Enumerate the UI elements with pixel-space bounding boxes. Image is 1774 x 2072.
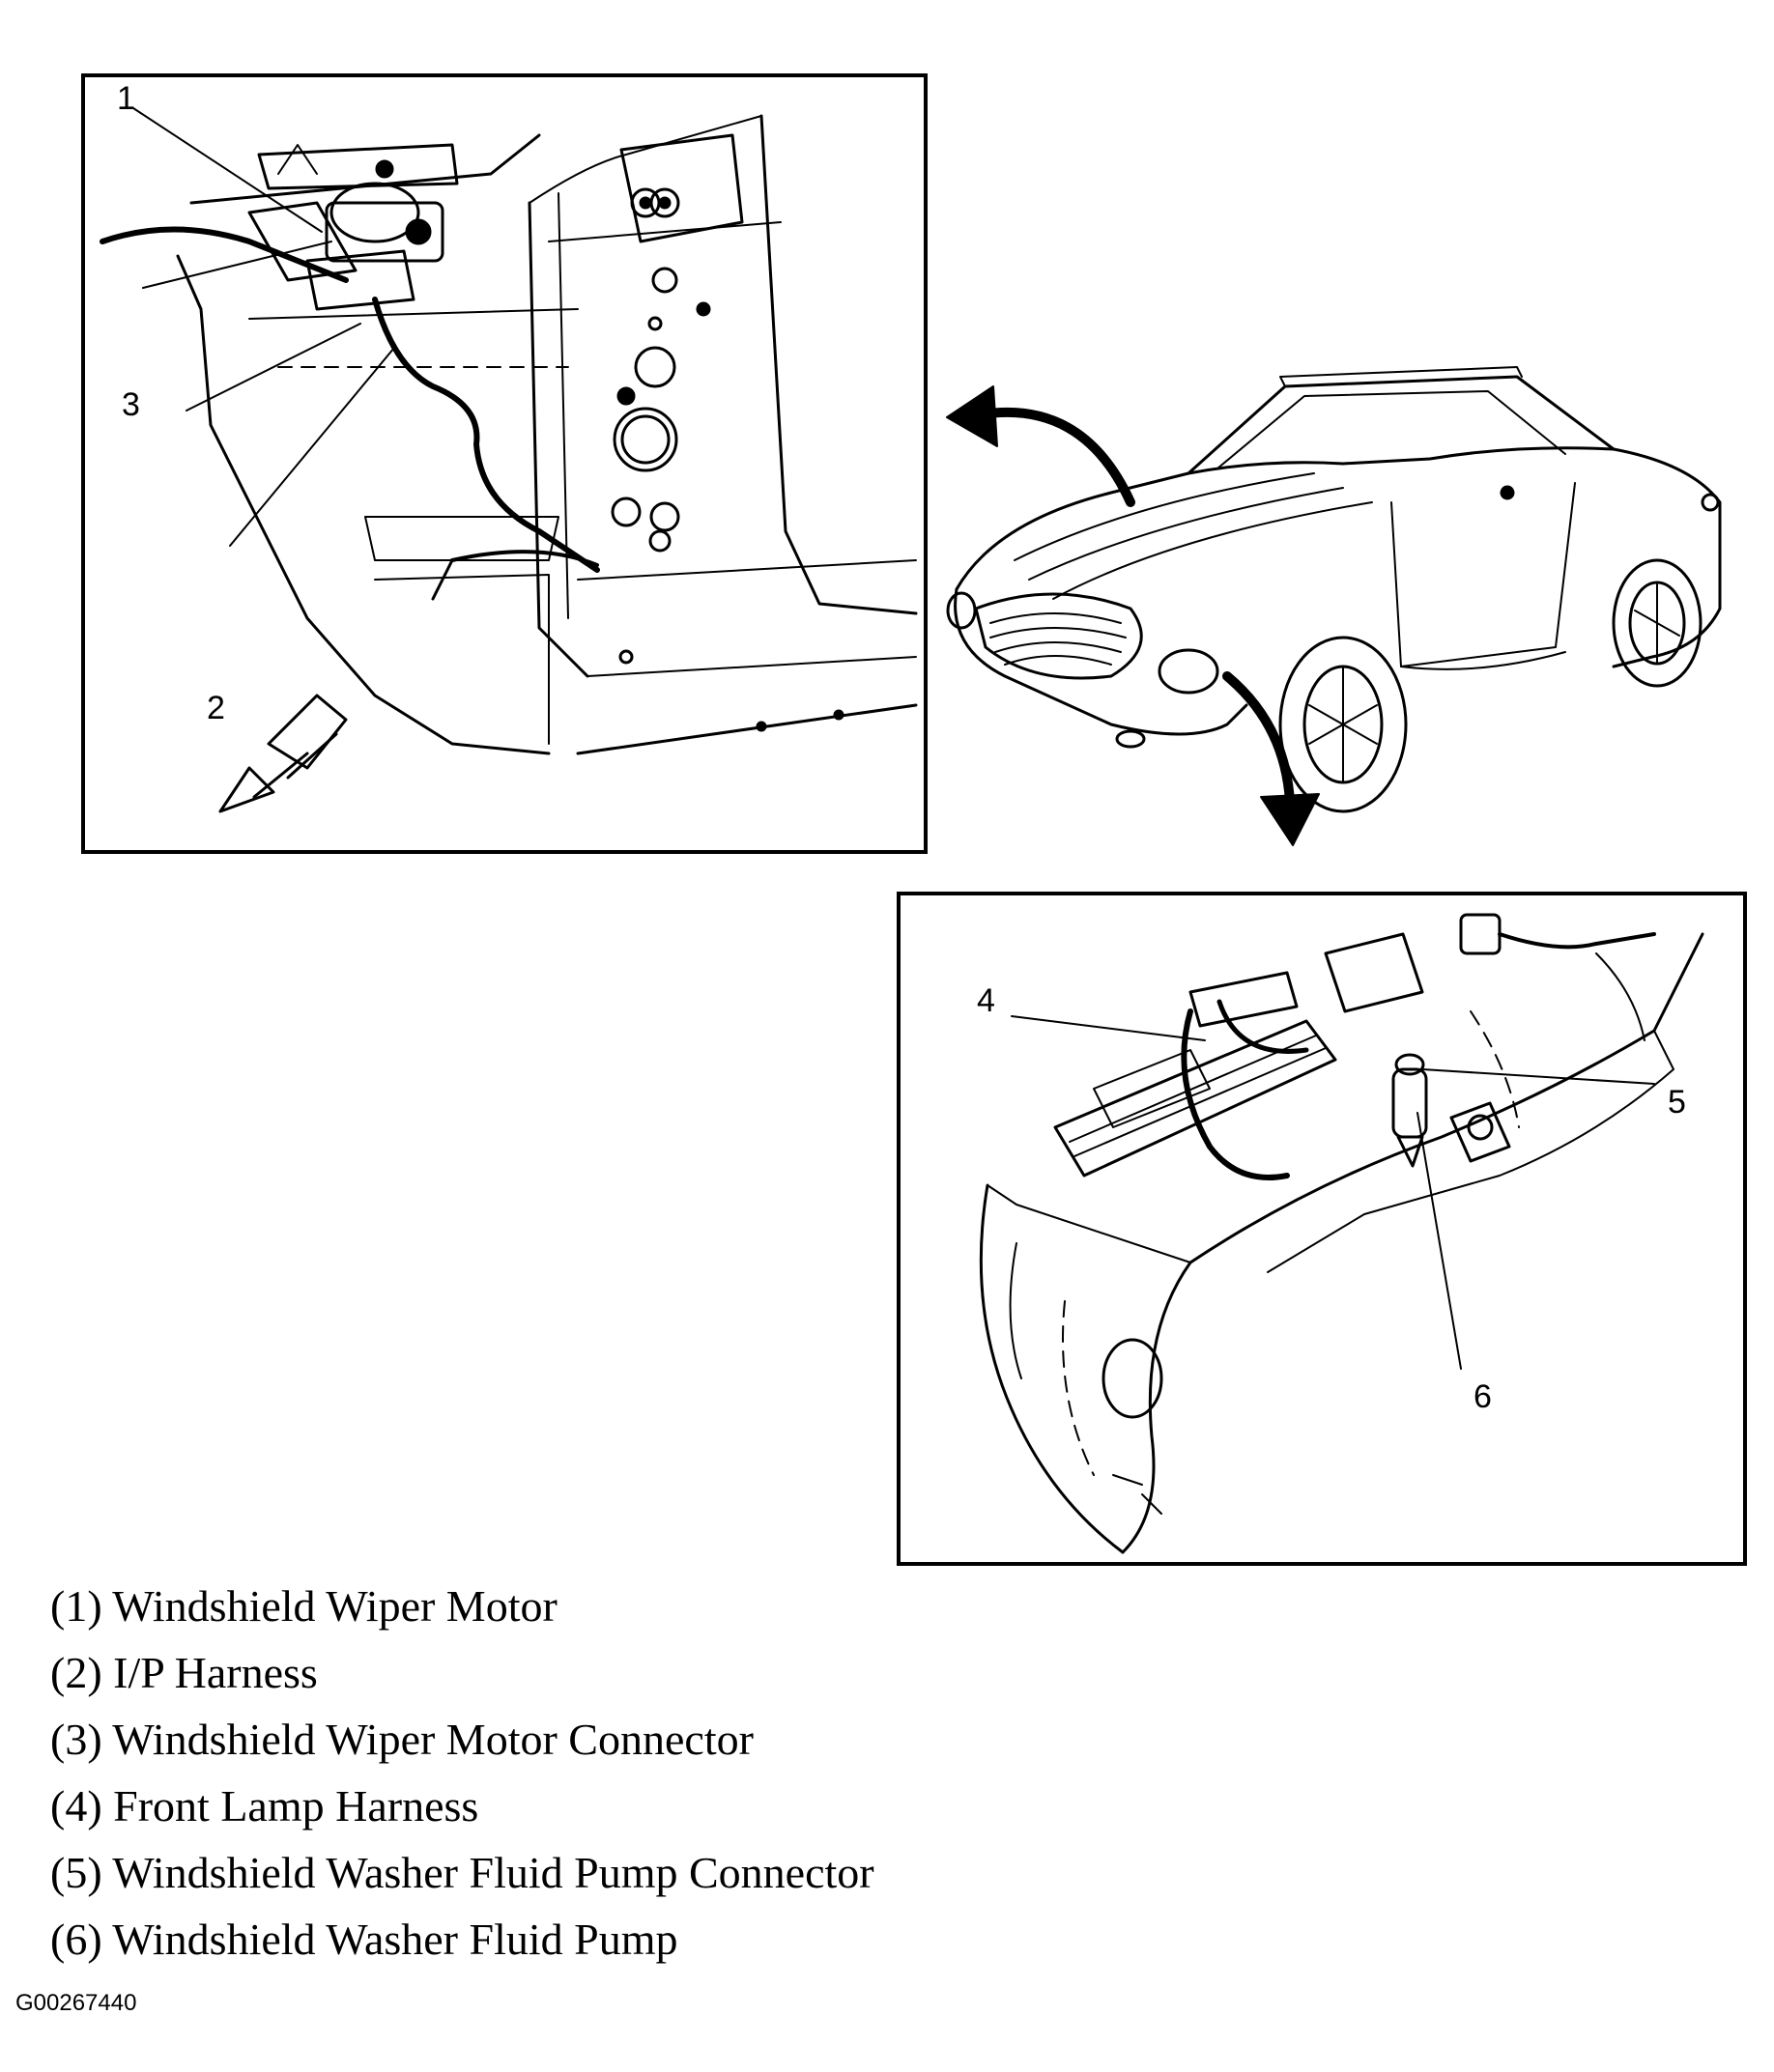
callout-1: 1	[117, 80, 135, 117]
legend-item: (2) I/P Harness	[50, 1648, 318, 1697]
callout-5: 5	[1668, 1084, 1686, 1121]
wiper-motor-detail-panel: 1 3 2	[81, 73, 928, 854]
legend-item: (4) Front Lamp Harness	[50, 1781, 479, 1831]
component-legend: (1) Windshield Wiper Motor (2) I/P Harne…	[50, 1573, 1500, 1973]
callout-2: 2	[207, 690, 225, 726]
legend-item: (6) Windshield Washer Fluid Pump	[50, 1915, 678, 1964]
front-fascia-illustration	[979, 913, 1704, 1554]
front-fascia-detail-panel: 4 5 6	[897, 892, 1747, 1566]
vehicle-overview-illustration	[937, 357, 1749, 879]
callout-6: 6	[1474, 1378, 1492, 1415]
callout-3: 3	[122, 386, 140, 423]
figure-id: G00267440	[15, 1990, 137, 2016]
callout-4: 4	[977, 982, 995, 1019]
legend-item: (5) Windshield Washer Fluid Pump Connect…	[50, 1848, 874, 1897]
legend-item: (3) Windshield Wiper Motor Connector	[50, 1715, 754, 1764]
legend-item: (1) Windshield Wiper Motor	[50, 1581, 558, 1631]
wiper-motor-illustration	[100, 107, 918, 813]
